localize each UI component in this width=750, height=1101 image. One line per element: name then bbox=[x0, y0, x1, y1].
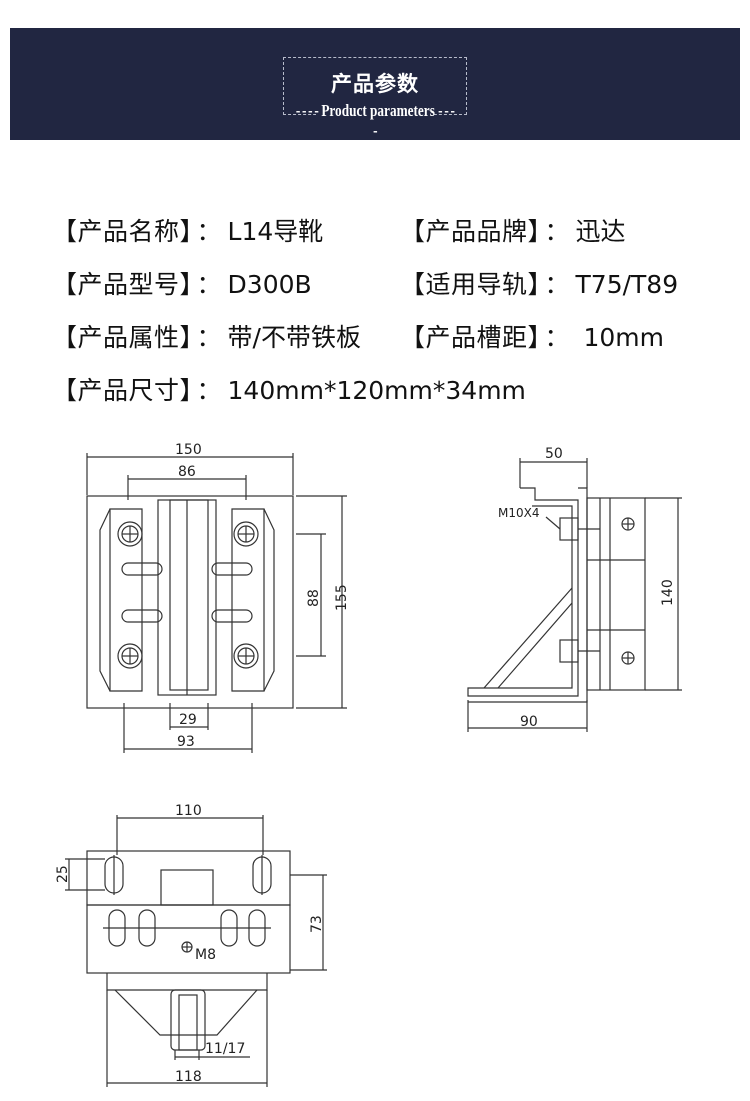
spec-model: 【产品型号】：D300B bbox=[52, 270, 312, 299]
spec-rail: 【适用导轨】：T75/T89 bbox=[400, 270, 679, 299]
spec-slot-distance: 【产品槽距】： 10mm bbox=[400, 323, 665, 352]
front-view-drawing: 150 86 88 155 29 93 bbox=[86, 442, 350, 753]
top-bolt-label: M8 bbox=[195, 947, 216, 963]
top-dim-73: 73 bbox=[309, 915, 325, 933]
title-cn: 产品参数 bbox=[331, 72, 419, 96]
title-en: - - - - Product parameters - - - - bbox=[295, 101, 455, 140]
front-dim-150: 150 bbox=[175, 442, 202, 458]
top-view-drawing: 110 25 73 M8 11/17 118 bbox=[55, 803, 327, 1087]
top-dim-25: 25 bbox=[55, 865, 71, 883]
spec-attribute: 【产品属性】：带/不带铁板 bbox=[52, 323, 361, 352]
title-en-background bbox=[316, 100, 434, 122]
side-view-drawing: 50 M10X4 140 90 bbox=[467, 446, 682, 732]
front-dim-93: 93 bbox=[177, 734, 195, 750]
front-dim-155: 155 bbox=[334, 584, 350, 611]
side-dim-90: 90 bbox=[520, 714, 538, 730]
front-dim-88: 88 bbox=[306, 589, 322, 607]
spec-name: 【产品名称】：L14导靴 bbox=[52, 217, 324, 246]
side-dim-140: 140 bbox=[660, 579, 676, 606]
top-dim-110: 110 bbox=[175, 803, 202, 819]
side-dim-50: 50 bbox=[545, 446, 563, 462]
front-dim-86: 86 bbox=[178, 464, 196, 480]
spec-brand: 【产品品牌】：迅达 bbox=[400, 217, 626, 246]
spec-size: 【产品尺寸】：140mm*120mm*34mm bbox=[52, 376, 526, 405]
top-dim-118: 118 bbox=[175, 1069, 202, 1085]
top-dim-slot: 11/17 bbox=[205, 1041, 245, 1057]
side-bolt-label: M10X4 bbox=[498, 506, 539, 520]
front-dim-29: 29 bbox=[179, 712, 197, 728]
